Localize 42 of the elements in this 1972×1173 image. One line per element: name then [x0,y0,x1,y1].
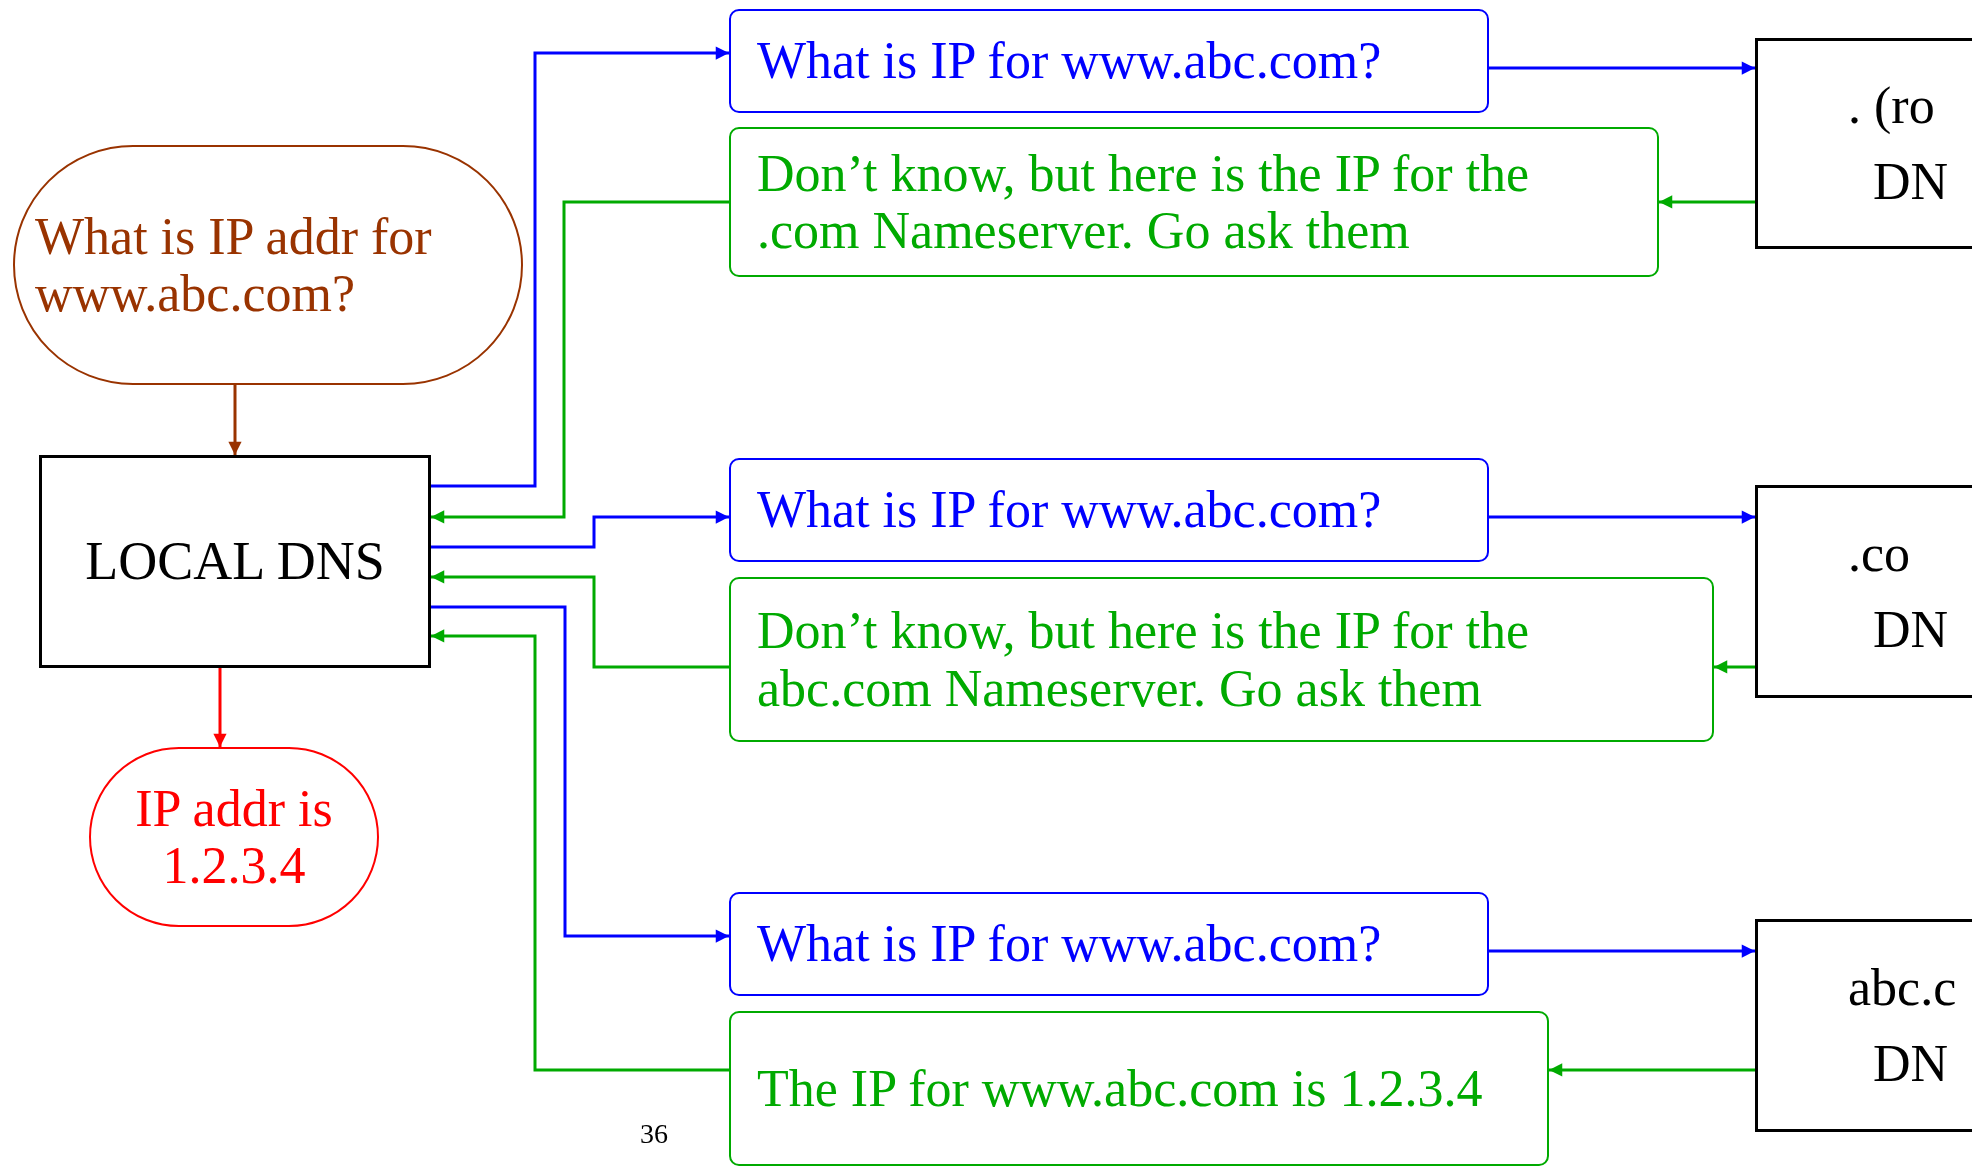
node-text: What is IP addr for www.abc.com? [35,207,433,323]
node-text: What is IP for www.abc.com? [757,481,1382,539]
server-label: DN [1873,600,1949,658]
arrow [213,668,227,747]
terminator-pill [89,747,379,927]
arrow [431,46,729,488]
message-box [729,458,1489,562]
server-label: DN [1873,1034,1949,1092]
arrow [1489,61,1755,75]
arrow [431,570,729,669]
node-text: The IP for www.abc.com is 1.2.3.4 [757,1059,1483,1118]
arrow [1659,195,1755,209]
message-box [729,127,1659,277]
server-label: . (ro [1848,77,1935,135]
server-box [1755,919,1972,1132]
message-box [729,9,1489,113]
terminator-pill [13,145,523,385]
process-box [39,455,431,668]
message-box [729,1011,1549,1166]
node-text: IP addr is 1.2.3.4 [134,779,334,895]
arrow [1714,660,1755,674]
server-label: .co [1848,525,1911,583]
arrow [431,629,729,1072]
arrow [1549,1063,1755,1077]
arrow [1489,510,1755,524]
node-text: Don’t know, but here is the IP for the abc.com Nameserver. Go ask them [757,602,1531,717]
arrow [431,510,729,549]
arrow [228,385,242,455]
node-text: What is IP for www.abc.com? [757,32,1382,90]
node-text: Don’t know, but here is the IP for the .com Nameserver. Go ask them [757,144,1531,260]
node-text: What is IP for www.abc.com? [757,915,1382,973]
arrow [1489,944,1755,958]
message-box [729,892,1489,996]
page-number: 36 [640,1118,668,1150]
server-label: DN [1873,152,1949,210]
message-box [729,577,1714,742]
arrow [431,605,729,943]
server-box [1755,485,1972,698]
server-label: abc.c [1848,959,1957,1017]
server-box [1755,38,1972,249]
arrow [431,200,729,524]
node-text: LOCAL DNS [85,531,385,592]
